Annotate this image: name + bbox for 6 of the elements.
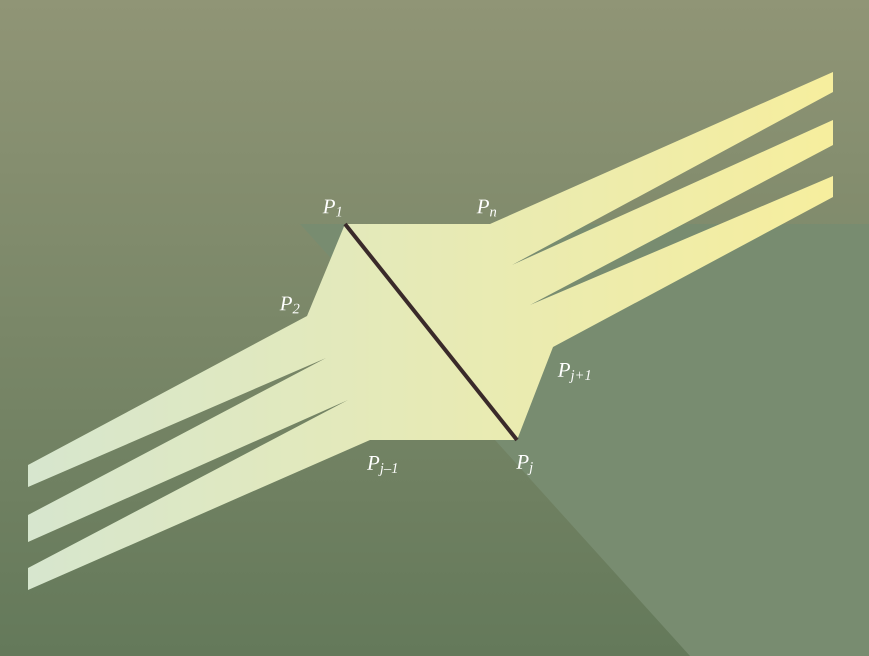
vertex-label: P$_{n}$ (476, 200, 496, 216)
vertex-label: P$_{j–1}$ (366, 456, 397, 476)
vertex-label: P$_{j}$ (516, 455, 533, 475)
vertex-label: P$_{1}$ (322, 200, 342, 216)
vertex-label: P$_{j+1}$ (558, 363, 590, 383)
vertex-label: P$_{2}$ (280, 296, 300, 314)
